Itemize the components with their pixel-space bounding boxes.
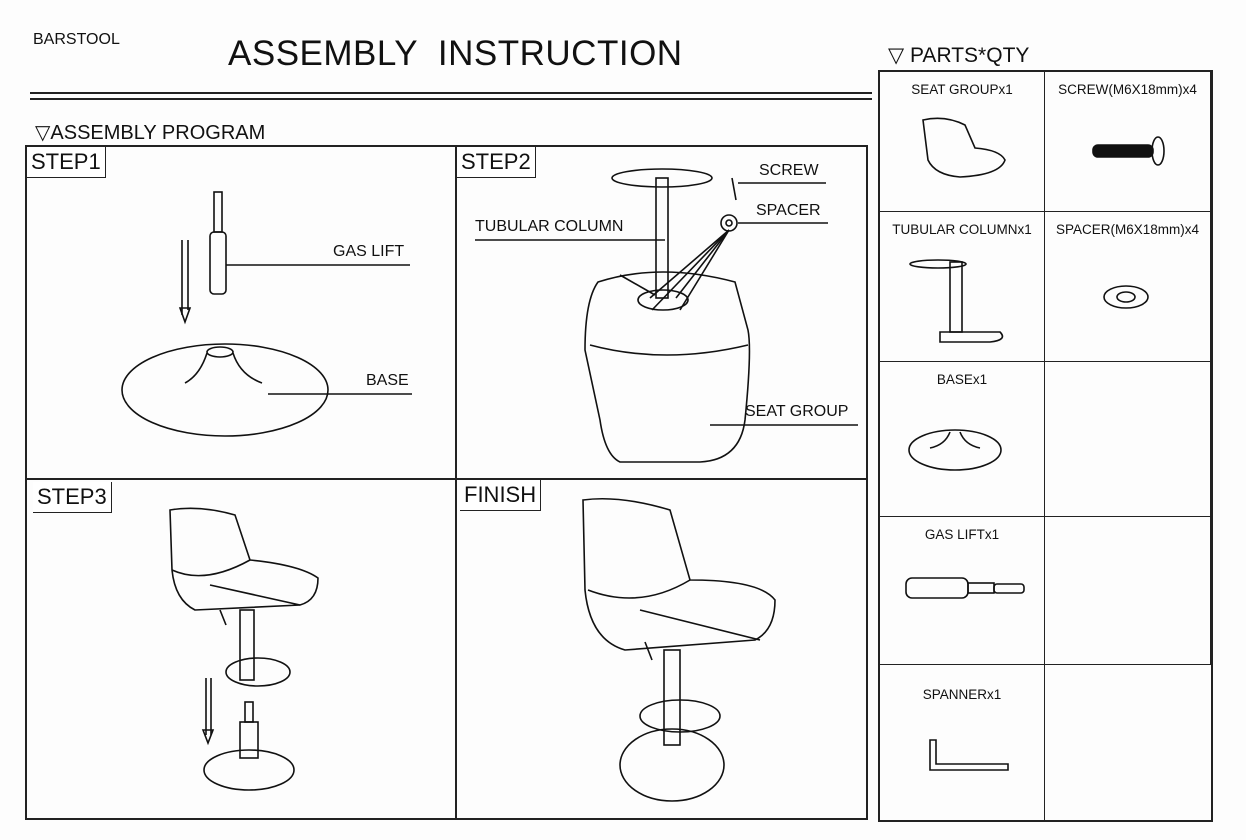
callout-seat-group: SEAT GROUP xyxy=(745,403,849,420)
step1-label: STEP1 xyxy=(27,147,106,178)
divider xyxy=(455,145,457,820)
divider xyxy=(30,92,872,94)
step1-drawing xyxy=(121,191,412,437)
page-title: ASSEMBLY INSTRUCTION xyxy=(228,34,683,73)
assembly-steps-panel xyxy=(25,145,868,820)
step3-drawing xyxy=(169,507,319,791)
part-cell: SPANNERx1 xyxy=(880,665,1045,820)
part-cell: SCREW(M6X18mm)x4 xyxy=(1045,72,1211,212)
part-cell-empty xyxy=(1045,665,1211,820)
part-cell-empty xyxy=(1045,362,1211,517)
parts-table: SEAT GROUPx1 SCREW(M6X18mm)x4 TUBULAR CO… xyxy=(878,70,1213,822)
step2-drawing xyxy=(475,168,858,463)
part-cell-empty xyxy=(1045,517,1211,665)
part-cell: GAS LIFTx1 xyxy=(880,517,1045,665)
brand-label: BARSTOOL xyxy=(33,31,120,48)
triangle-down-icon: ▽ xyxy=(888,44,910,67)
callout-gas-lift: GAS LIFT xyxy=(333,243,405,260)
part-cell: SPACER(M6X18mm)x4 xyxy=(1045,212,1211,362)
finish-drawing xyxy=(582,497,776,802)
callout-screw: SCREW xyxy=(759,162,819,179)
part-cell: SEAT GROUPx1 xyxy=(880,72,1045,212)
callout-base: BASE xyxy=(366,372,409,389)
divider xyxy=(30,98,872,100)
parts-heading: ▽ PARTS*QTY xyxy=(888,44,1030,67)
divider xyxy=(25,478,868,480)
parts-drawings xyxy=(905,117,1165,771)
triangle-down-icon: ▽ xyxy=(35,122,51,144)
part-cell: TUBULAR COLUMNx1 xyxy=(880,212,1045,362)
assembly-program-heading: ▽ASSEMBLY PROGRAM xyxy=(35,122,266,144)
step2-label: STEP2 xyxy=(457,147,536,178)
callout-tubular-column: TUBULAR COLUMN xyxy=(475,218,624,235)
part-cell: BASEx1 xyxy=(880,362,1045,517)
callout-spacer: SPACER xyxy=(756,202,821,219)
step3-label: STEP3 xyxy=(33,482,112,513)
finish-label: FINISH xyxy=(460,480,542,511)
